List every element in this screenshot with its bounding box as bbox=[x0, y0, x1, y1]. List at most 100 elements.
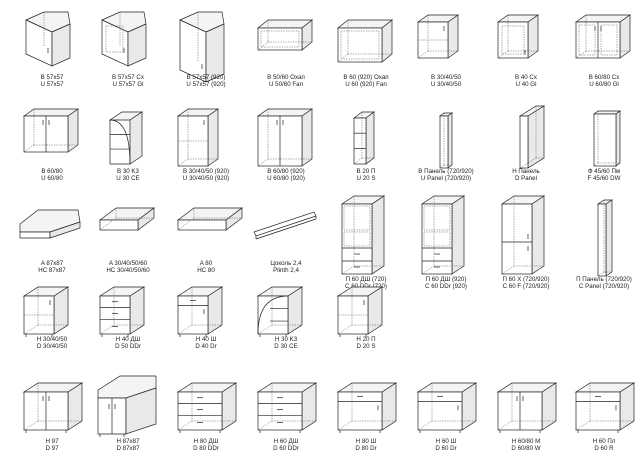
narrow-top-cabinet-drawing bbox=[98, 207, 156, 231]
corner-wall-cabinet-icon bbox=[25, 11, 71, 67]
tall-panel-icon bbox=[596, 199, 614, 277]
single-drawer-base-cabinet-drawing bbox=[176, 286, 224, 337]
corner-top-cabinet-drawing bbox=[19, 209, 81, 239]
plinth-panel-icon bbox=[518, 105, 546, 169]
wide-single-drawer-cabinet-drawing bbox=[336, 382, 398, 433]
spacer-cell-1 bbox=[410, 270, 482, 366]
product-code-label: H 87x87 bbox=[116, 438, 140, 445]
product-code-label: C 60 DDr (920) bbox=[425, 283, 467, 291]
sink-base-60-80-icon bbox=[496, 382, 558, 433]
product-code-label: B 60/80 (920) bbox=[267, 168, 305, 175]
sink-base-cabinet-icon bbox=[22, 382, 84, 433]
wide-hood-wall-cabinet-icon bbox=[337, 19, 393, 63]
glass-wall-cabinet-icon bbox=[496, 14, 540, 59]
wall-panel-icon bbox=[438, 112, 454, 169]
product-code-label: B 57x57 bbox=[40, 74, 64, 81]
sink-base-60-80-drawing bbox=[496, 382, 558, 433]
product-code-label: H 60 Ш bbox=[435, 438, 457, 445]
tall-oven-cabinet-920-drawing bbox=[420, 195, 466, 275]
plinth-strip-drawing bbox=[253, 211, 317, 240]
corner-tall-wall-cabinet: B 57x57 (920)U 57x57 (920) bbox=[170, 4, 242, 100]
tall-pantry-cabinet: П 60 X (720/920)C 60 F (720/920) bbox=[490, 190, 562, 290]
narrow-base-shelf-icon bbox=[336, 286, 384, 337]
product-code-label: D 87x87 bbox=[116, 445, 140, 453]
product-code-label: A 80 bbox=[199, 260, 213, 267]
product-code-label: F 45/60 DW bbox=[587, 175, 621, 183]
product-code-label: C Panel (720/920) bbox=[578, 283, 630, 291]
medium-drawer-base-cabinet-drawing bbox=[256, 382, 318, 433]
facade-panel-drawing bbox=[592, 110, 622, 167]
product-code-label: B 60 (920) Оxап bbox=[343, 74, 389, 81]
product-code-label: D 40 Dr bbox=[195, 343, 217, 351]
open-end-base-cabinet-drawing bbox=[256, 286, 304, 337]
product-code-label: D 60 R bbox=[594, 445, 614, 453]
product-code-label: U 57x57 Gl bbox=[112, 81, 144, 89]
product-code-label: U 50/60 Fan bbox=[268, 81, 304, 89]
base-cabinet-drawing bbox=[22, 286, 70, 337]
facade-panel-icon bbox=[592, 110, 622, 167]
spacer-cell-2-icon bbox=[490, 270, 562, 356]
wide-top-cabinet-drawing bbox=[176, 207, 244, 231]
tall-narrow-wall-cabinet-drawing bbox=[176, 108, 220, 167]
tall-double-wall-cabinet: B 60/80 (920)U 60/80 (920) bbox=[250, 98, 322, 194]
open-end-wall-cabinet-drawing bbox=[108, 111, 144, 165]
wall-panel-drawing bbox=[438, 112, 454, 169]
product-code-label: B Панель (720/920) bbox=[418, 168, 474, 175]
product-code-label: D 60 Dr bbox=[435, 445, 457, 453]
corner-top-cabinet-icon bbox=[19, 209, 81, 239]
product-code-label: U 40 Gl bbox=[515, 81, 537, 89]
product-code-label: HC 30/40/50/60 bbox=[106, 267, 150, 275]
hood-wall-cabinet-icon bbox=[257, 19, 313, 51]
drawer-base-cabinet-icon bbox=[98, 286, 146, 337]
narrow-wall-cabinet-drawing bbox=[416, 14, 460, 59]
product-code-label: Цоколь 2,4 bbox=[270, 260, 302, 267]
tall-oven-cabinet-icon bbox=[340, 195, 386, 275]
product-code-label: B 60/80 bbox=[41, 168, 63, 175]
corner-wall-cabinet-drawing bbox=[25, 11, 71, 67]
product-code-label: U 30 CE bbox=[116, 175, 140, 183]
tall-double-wall-cabinet-icon bbox=[256, 108, 314, 167]
product-code-label: H 30/40/50 bbox=[36, 336, 68, 343]
tall-panel-drawing bbox=[596, 199, 614, 277]
glass-wall-cabinet-drawing bbox=[496, 14, 540, 59]
wide-drawer-base-cabinet-icon bbox=[176, 382, 238, 433]
wide-hood-wall-cabinet-drawing bbox=[337, 19, 393, 63]
spacer-cell-2 bbox=[490, 270, 562, 366]
product-code-label: B 30/40/50 (920) bbox=[182, 168, 230, 175]
product-code-label: U 57x57 (920) bbox=[186, 81, 226, 89]
wide-drawer-base-cabinet-drawing bbox=[176, 382, 238, 433]
double-wall-cabinet-icon bbox=[22, 108, 80, 153]
spacer-cell-3 bbox=[568, 270, 640, 366]
tall-narrow-wall-cabinet-icon bbox=[176, 108, 220, 167]
narrow-top-cabinet-icon bbox=[98, 207, 156, 231]
product-code-label: П 60 ДШ (920) bbox=[425, 276, 467, 283]
double-glass-wall-cabinet-icon bbox=[574, 14, 632, 59]
tall-oven-cabinet-920-icon bbox=[420, 195, 466, 275]
product-code-label: П 60 ДШ (720) bbox=[345, 276, 387, 283]
medium-single-drawer-cabinet-icon bbox=[416, 382, 478, 433]
product-code-label: D Panel bbox=[514, 175, 537, 183]
product-code-label: HC 80 bbox=[197, 267, 215, 275]
product-code-label: D 20 S bbox=[356, 343, 376, 351]
product-code-label: H 30 K3 bbox=[274, 336, 298, 343]
product-code-label: D 50 DDr bbox=[115, 343, 141, 351]
product-code-label: B 50/60 Оxап bbox=[267, 74, 305, 81]
